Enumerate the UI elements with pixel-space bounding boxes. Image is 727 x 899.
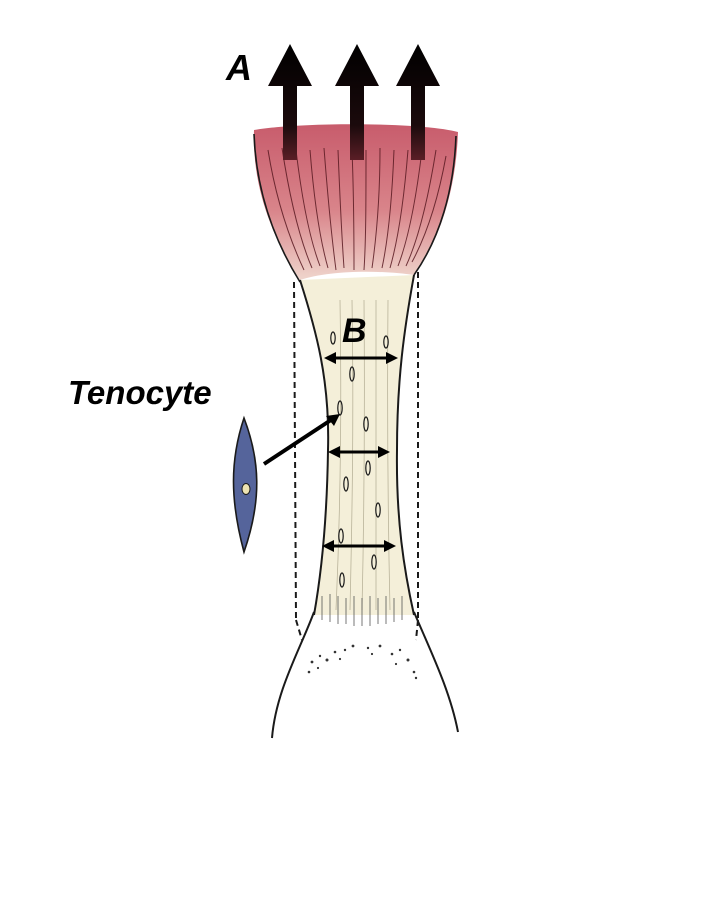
force-arrow-right [396,44,440,160]
force-arrow-left [268,44,312,160]
tenocyte-pointer-head [326,414,340,426]
label-width: B [342,312,367,350]
tendon-fibers [335,299,391,611]
width-arrows [322,352,398,552]
tenocyte-nucleus [241,483,251,495]
bone-base [271,611,459,739]
enthesis-stipple [307,644,418,680]
tendon-insertion-fibers [321,594,403,626]
tendon-outline [299,274,415,616]
muscle-outline [253,133,457,283]
original-width-outline [293,272,419,641]
tendon-cells [330,331,389,588]
label-tenocyte: Tenocyte [68,374,212,411]
force-arrow-middle [335,44,379,160]
force-arrows [268,44,440,160]
tenocyte-pointer [262,416,336,466]
label-force: A [225,47,252,88]
muscle-fibers [267,147,447,271]
